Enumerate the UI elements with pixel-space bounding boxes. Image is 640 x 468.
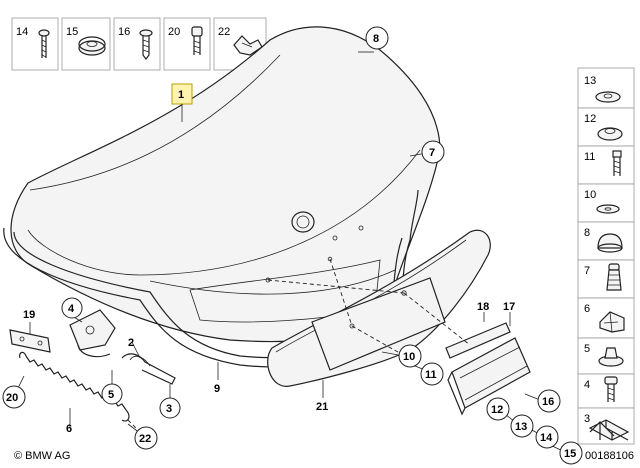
callout-9[interactable]: 9	[214, 383, 220, 395]
callout-label-15: 15	[564, 448, 576, 460]
side-part-7[interactable]: 7	[577, 259, 635, 299]
top-part-20[interactable]: 20	[163, 17, 211, 71]
side-part-11[interactable]: 11	[577, 145, 635, 185]
callout-label-10: 10	[403, 351, 415, 363]
side-part-label-7: 7	[584, 265, 590, 277]
side-part-label-13: 13	[584, 75, 596, 87]
part-17-bracket[interactable]	[447, 337, 531, 416]
top-part-15[interactable]: 15	[61, 17, 111, 71]
top-part-16[interactable]: 16	[113, 17, 161, 71]
callout-17[interactable]: 17	[503, 301, 515, 313]
callout-label-8: 8	[373, 33, 379, 45]
side-part-label-8: 8	[584, 227, 590, 239]
callout-label-20: 20	[6, 392, 18, 404]
callout-label-19: 19	[23, 309, 35, 321]
callout-3[interactable]: 3	[159, 397, 181, 419]
callout-16[interactable]: 16	[537, 389, 561, 413]
callout-19[interactable]: 19	[23, 309, 35, 321]
callout-21[interactable]: 21	[316, 401, 328, 413]
side-part-label-10: 10	[584, 189, 596, 201]
callout-label-11: 11	[425, 369, 437, 381]
callout-label-9: 9	[214, 383, 220, 395]
callout-label-13: 13	[515, 421, 527, 433]
callout-label-18: 18	[477, 301, 489, 313]
top-part-label-20: 20	[168, 26, 180, 38]
top-part-label-15: 15	[66, 26, 78, 38]
callout-label-5: 5	[108, 389, 114, 401]
top-part-label-14: 14	[16, 26, 28, 38]
side-part-10[interactable]: 10	[577, 183, 635, 223]
callout-8[interactable]: 8	[365, 26, 389, 50]
side-part-label-12: 12	[584, 113, 596, 125]
side-part-label-11: 11	[584, 151, 595, 163]
side-part-3[interactable]: 3	[577, 407, 635, 445]
side-part-label-3: 3	[584, 413, 590, 425]
side-part-6[interactable]: 6	[577, 297, 635, 339]
copyright-text: © BMW AG	[14, 450, 70, 462]
callout-20[interactable]: 20	[2, 385, 26, 409]
callout-11[interactable]: 11	[420, 362, 444, 386]
callout-7[interactable]: 7	[421, 140, 445, 164]
callout-12[interactable]: 12	[486, 397, 510, 421]
license-plate-base[interactable]	[267, 229, 491, 387]
side-part-5[interactable]: 5	[577, 337, 635, 375]
side-part-label-6: 6	[584, 303, 590, 315]
callout-label-22: 22	[139, 433, 151, 445]
callout-label-16: 16	[542, 396, 554, 408]
side-part-13[interactable]: 13	[577, 67, 635, 109]
callout-label-4: 4	[68, 303, 75, 315]
callout-13[interactable]: 13	[510, 414, 534, 438]
callout-4[interactable]: 4	[61, 297, 83, 319]
callout-10[interactable]: 10	[398, 344, 422, 368]
part-4-lock[interactable]	[69, 309, 116, 358]
callout-15[interactable]: 15	[559, 441, 583, 465]
arrow-icon	[589, 421, 615, 440]
footer: © BMW AG 00188106	[14, 421, 634, 462]
part-18-strip[interactable]	[445, 322, 511, 359]
callout-1[interactable]: 1	[171, 83, 193, 105]
side-part-8[interactable]: 8	[577, 221, 635, 261]
diagram-id-box: 00188106	[585, 421, 634, 462]
callout-label-17: 17	[503, 301, 515, 313]
callout-18[interactable]: 18	[477, 301, 489, 313]
side-part-4[interactable]: 4	[577, 373, 635, 409]
top-parts-row: 14 15 16 20 22	[11, 17, 267, 71]
callout-22[interactable]: 22	[134, 426, 158, 450]
callout-14[interactable]: 14	[535, 425, 559, 449]
side-part-label-4: 4	[584, 379, 590, 391]
callout-label-14: 14	[540, 432, 553, 444]
trunk-lid[interactable]	[10, 26, 441, 343]
diagram-id: 00188106	[585, 450, 634, 462]
callouts: 1 8 7 9 21 10 11 18 17	[2, 26, 583, 465]
callout-2[interactable]: 2	[128, 337, 134, 349]
part-19-bracket[interactable]	[9, 329, 51, 353]
side-parts-column: 13 12 11 10 8	[577, 67, 635, 445]
top-part-14[interactable]: 14	[11, 17, 59, 71]
callout-label-3: 3	[166, 403, 172, 415]
top-part-label-16: 16	[118, 26, 130, 38]
side-part-12[interactable]: 12	[577, 107, 635, 147]
part-2-bracket[interactable]	[121, 353, 176, 385]
callout-label-1: 1	[178, 89, 184, 101]
side-part-label-5: 5	[584, 343, 590, 355]
callout-label-12: 12	[491, 404, 503, 416]
callout-label-6: 6	[66, 423, 72, 435]
callout-label-21: 21	[316, 401, 328, 413]
callout-label-7: 7	[429, 147, 435, 159]
top-part-label-22: 22	[218, 26, 230, 38]
callout-label-2: 2	[128, 337, 134, 349]
callout-6[interactable]: 6	[66, 423, 72, 435]
callout-5[interactable]: 5	[101, 383, 123, 405]
